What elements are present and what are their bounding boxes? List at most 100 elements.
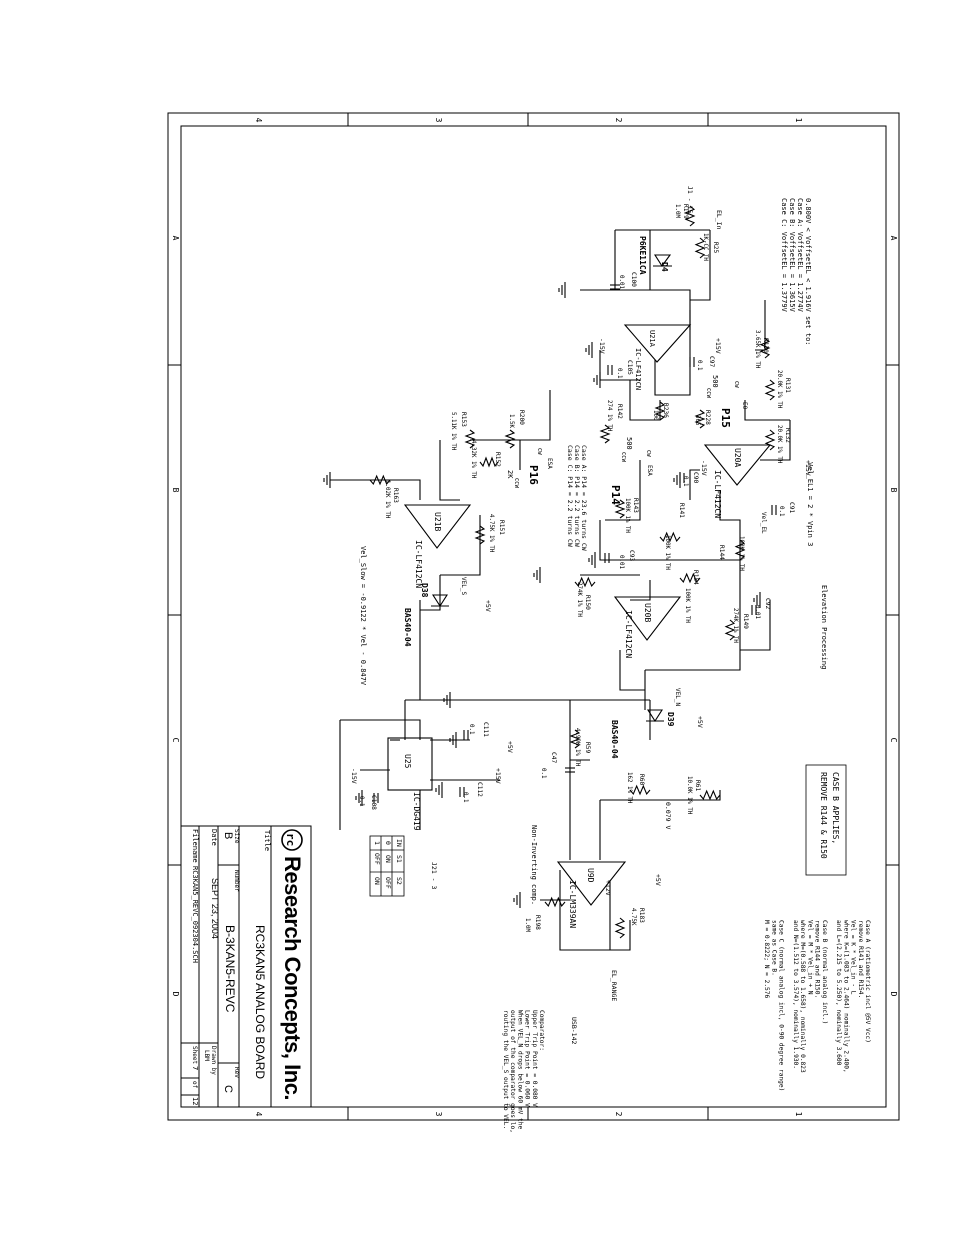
r151-label: R151 (498, 520, 505, 535)
case-note-line: same as Case B. (770, 920, 777, 976)
ground-2 (593, 372, 601, 388)
comparator-note-line: Lower Trip Point = 0.060 V (524, 1010, 531, 1107)
ground-13 (588, 552, 596, 568)
r150-val-label: 274K 1% TH (576, 582, 582, 617)
cw-p14: CW (645, 450, 651, 457)
ccw-p14: CCW (620, 452, 626, 463)
p16-note: ESA (546, 458, 553, 469)
r25-val-label: 1K-CC TH (702, 233, 708, 261)
zone-left-c: C (171, 738, 180, 743)
p14-case-c: Case C: P14 = 2.2 turns CW (566, 445, 574, 547)
r59-val-label: 4.99K 1% TH (574, 728, 580, 767)
r132-symbol (764, 429, 776, 451)
case-note-line: remove R144 and R150. (814, 920, 821, 998)
r198-symbol (544, 896, 566, 908)
u9d-label: U9D (586, 868, 595, 883)
c108-val-label: 0.1 (358, 796, 364, 807)
case-note-line: and N=(1.512 to 3.574), nominally 1.930. (792, 920, 799, 1069)
volt-0079: 0.079 V (664, 802, 672, 829)
r228-val-label: 365 (694, 415, 700, 426)
r236-val-label: 100 (652, 410, 658, 421)
ground-3 (673, 472, 681, 488)
ccw-p16: CCW (513, 478, 519, 489)
r183-label: R183 (638, 908, 645, 923)
zone-right-a: A (889, 236, 898, 241)
d39-label: D39 (666, 712, 675, 727)
of-value: 12 (191, 1097, 199, 1105)
rail-p5-d: +5V (654, 874, 662, 886)
c108-symbol (373, 793, 379, 803)
r200-val-label: 1.5K (508, 414, 514, 428)
non-inverting-note: Non-Inverting comp. (530, 825, 538, 905)
truth-table: IN S1 S2 0 ON OFF 1 OFF ON (369, 835, 405, 897)
c91-val-label: 0.1 (778, 506, 784, 517)
r144-symbol (734, 539, 746, 561)
r228-label: R228 (704, 410, 711, 425)
zone-top-4: 4 (254, 118, 263, 123)
rev-label: Rev (233, 1067, 240, 1078)
c112-label: C112 (476, 782, 483, 797)
ground-12 (753, 592, 761, 608)
c91-symbol (771, 505, 777, 515)
r228-symbol (694, 409, 706, 429)
cw-p15: CW (733, 381, 739, 388)
p15-label: P15 (719, 408, 732, 428)
r236-symbol (654, 401, 666, 421)
case-note-line: Case C (normal analog incl, 0-90 degree … (778, 920, 785, 1091)
title-label: Title (263, 830, 271, 851)
r200-symbol (504, 429, 516, 449)
ground-6 (585, 342, 593, 358)
u25-label: U25 (403, 754, 412, 769)
offset-notes: 0.800V < VoffsetEL < 1.916V set to: Case… (780, 198, 812, 346)
ground-4 (323, 472, 331, 488)
u9d-part: IC-LM339AN (568, 880, 577, 928)
case-note-line: where M=(0.588 to 1.658), nominally 0.82… (799, 920, 806, 1073)
rail-m15-c: -15V (350, 768, 358, 784)
resistor-symbols (369, 205, 776, 939)
r179-val-label: 1.0M (674, 204, 680, 218)
opamp-u21b: U21B IC-LF412CN (403, 504, 472, 588)
r153-val-label: 5.11K 1% TH (450, 412, 456, 451)
c105-val-label: 0.1 (616, 368, 622, 379)
r61-symbol (699, 789, 721, 801)
pot-p15: P15 500 EO (711, 375, 748, 428)
r183-symbol (614, 917, 626, 939)
r141-symbol (659, 531, 681, 543)
r179-label: R179 (682, 204, 689, 219)
wiring (330, 229, 791, 951)
net-vel-s: VEL_S (460, 577, 467, 595)
zone-top-2: 2 (614, 118, 623, 123)
r141-label: R141 (678, 503, 685, 518)
r131-val-label: 20.0K 1% TH (776, 370, 782, 409)
r198-val-label: 1.0M (524, 918, 530, 932)
r141-val-label: 100K 1% TH (664, 535, 670, 570)
r25-symbol (694, 237, 706, 259)
case-note-line: Case B (normal analog incl.) (821, 920, 828, 1024)
vel-el1-formula: Vel_EL1 = 2 * Vpin 3 (806, 462, 814, 546)
r198-label: R198 (534, 915, 541, 930)
zone-top-1: 1 (794, 118, 803, 123)
board-title: RC3KAN5 ANALOG BOARD (253, 925, 267, 1079)
r132-val-label: 20.0K 1% TH (776, 425, 782, 464)
tt-r1-in: 1 (373, 841, 381, 845)
zone-bottom-4: 4 (254, 1112, 263, 1117)
rail-m15-a: -15V (598, 338, 606, 354)
ground-10 (355, 790, 363, 806)
date-value: SEPT 23, 2004 (210, 878, 220, 939)
c47-symbol (565, 767, 575, 773)
r142-label: R142 (616, 404, 623, 419)
zone-bottom-2: 2 (614, 1112, 623, 1117)
ground-1 (558, 282, 566, 298)
d4-label: D4 (660, 262, 669, 272)
sheet-value: 7 (191, 1066, 199, 1070)
net-labels: EL_In J1 - 15 EL_RANGE USB-142 J21 - 3 V… (350, 186, 812, 1044)
r142-symbol (599, 424, 611, 444)
c105-symbol (607, 365, 613, 375)
comparator-note-line: Comparator: (538, 1010, 545, 1051)
r144-val-label: 100K 1% TH (738, 536, 744, 571)
ground-11 (513, 892, 521, 908)
r143-label: R143 (632, 498, 639, 513)
tt-r0-s2: OFF (384, 877, 392, 889)
offset-case-a: Case A: VoffsetEL = 1.2774V (796, 198, 804, 313)
zone-right-b: B (889, 488, 898, 493)
